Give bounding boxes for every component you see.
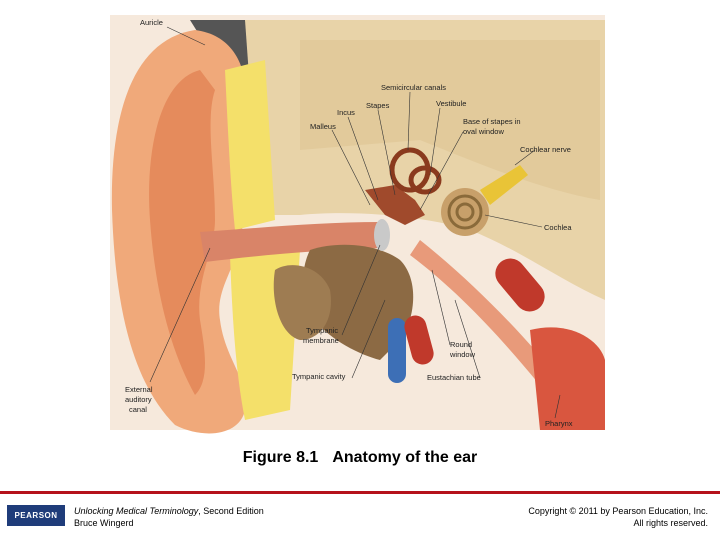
ear-anatomy-illustration: Auricle Semicircular canals Stapes Vesti… bbox=[110, 15, 605, 434]
vein bbox=[388, 318, 406, 383]
footer-divider bbox=[0, 491, 720, 494]
mastoid-bone bbox=[273, 265, 331, 340]
label-semicircular-canals: Semicircular canals bbox=[381, 83, 446, 92]
label-cochlea: Cochlea bbox=[544, 223, 572, 232]
label-tympanic-membrane-line1: Tympanic bbox=[306, 326, 338, 335]
pearson-logo: PEARSON bbox=[7, 505, 65, 526]
label-base-of-stapes-line2: oval window bbox=[463, 127, 504, 136]
cochlea-shape bbox=[441, 188, 489, 236]
book-author: Bruce Wingerd bbox=[74, 518, 134, 528]
pharynx-shape bbox=[530, 327, 605, 430]
book-title: Unlocking Medical Terminology bbox=[74, 506, 199, 516]
auricle-inner bbox=[149, 70, 215, 395]
tympanic-cavity-shape bbox=[303, 244, 414, 360]
label-base-of-stapes-line1: Base of stapes in bbox=[463, 117, 521, 126]
copyright-notice: Copyright © 2011 by Pearson Education, I… bbox=[528, 505, 708, 529]
artery-lower bbox=[404, 315, 434, 365]
figure-title: Anatomy of the ear bbox=[332, 449, 478, 466]
copyright-line: Copyright © 2011 by Pearson Education, I… bbox=[528, 506, 708, 516]
label-tympanic-membrane-line2: membrane bbox=[303, 336, 339, 345]
external-canal bbox=[200, 222, 382, 262]
label-eustachian-tube: Eustachian tube bbox=[427, 373, 481, 382]
label-round-window-line2: window bbox=[449, 350, 476, 359]
artery bbox=[495, 258, 545, 312]
label-stapes: Stapes bbox=[366, 101, 390, 110]
bone-texture bbox=[300, 40, 600, 200]
book-info: Unlocking Medical Terminology, Second Ed… bbox=[74, 505, 264, 529]
semicircular-canals-shape bbox=[389, 147, 442, 195]
label-pharynx: Pharynx bbox=[545, 419, 573, 428]
label-cochlear-nerve: Cochlear nerve bbox=[520, 145, 571, 154]
label-incus: Incus bbox=[337, 108, 355, 117]
label-vestibule: Vestibule bbox=[436, 99, 466, 108]
pearson-logo-text: PEARSON bbox=[14, 511, 58, 520]
book-edition: , Second Edition bbox=[198, 506, 264, 516]
label-malleus: Malleus bbox=[310, 122, 336, 131]
figure-number: Figure 8.1 bbox=[242, 449, 319, 466]
cochlear-nerve-shape bbox=[480, 165, 528, 205]
figure-caption: Figure 8.1 Anatomy of the ear bbox=[0, 449, 720, 467]
tympanic-membrane-shape bbox=[374, 219, 390, 251]
leader-lines bbox=[149, 26, 561, 419]
label-round-window-line1: Round bbox=[450, 340, 472, 349]
label-external-canal-line3: canal bbox=[129, 405, 147, 414]
cartilage bbox=[225, 60, 275, 230]
rights-line: All rights reserved. bbox=[633, 518, 708, 528]
ossicles bbox=[365, 185, 425, 225]
label-auricle: Auricle bbox=[140, 18, 163, 27]
label-tympanic-cavity: Tympanic cavity bbox=[292, 372, 346, 381]
label-external-canal-line1: External bbox=[125, 385, 153, 394]
book-title-line: Unlocking Medical Terminology, Second Ed… bbox=[74, 505, 264, 517]
label-external-canal-line2: auditory bbox=[125, 395, 152, 404]
